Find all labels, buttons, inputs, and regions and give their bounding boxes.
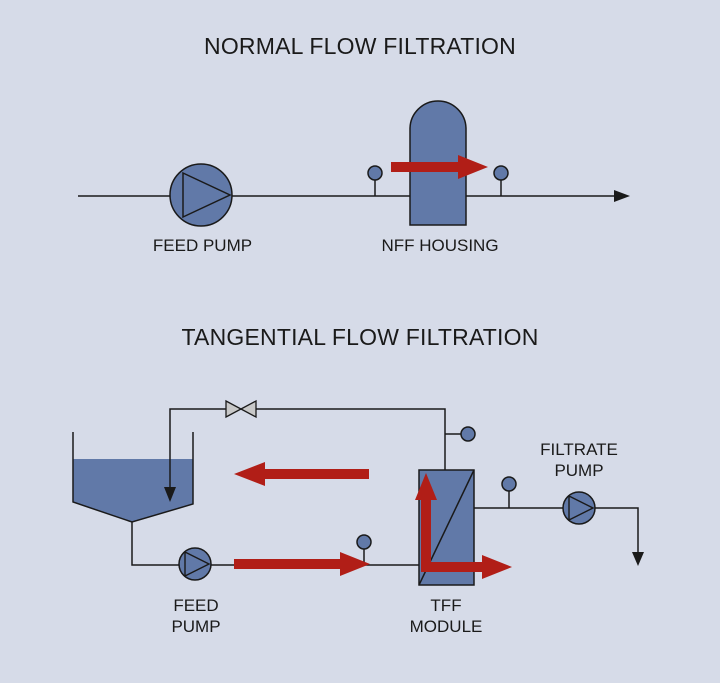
tff-feed-pressure-gauge-icon xyxy=(356,534,372,565)
tff-module-label-line-2: MODULE xyxy=(409,617,483,636)
tff-permeate-line xyxy=(474,507,644,566)
tff-module-flow-arrow-icon xyxy=(415,473,512,579)
tff-retentate-return-line xyxy=(164,408,446,502)
tff-retentate-pressure-gauge-icon xyxy=(445,426,476,442)
tff-filtrate-pump-label-line-1: FILTRATE xyxy=(540,440,618,459)
tff-filtrate-pump-icon xyxy=(562,491,596,525)
tff-feed-flow-arrow-icon xyxy=(234,552,370,576)
tff-filtrate-pump-label-line-2: PUMP xyxy=(554,461,604,480)
nff-title: NORMAL FLOW FILTRATION xyxy=(204,33,516,59)
tff-feed-pump-label-line-2: PUMP xyxy=(171,617,221,636)
tff-feed-line xyxy=(131,522,419,566)
tff-title: TANGENTIAL FLOW FILTRATION xyxy=(181,324,539,350)
nff-outlet-pressure-gauge-icon xyxy=(493,165,509,196)
tff-retentate-valve-icon xyxy=(225,399,257,419)
nff-flow-arrow-icon xyxy=(391,155,488,179)
tff-tank-icon xyxy=(72,432,194,523)
nff-inlet-pressure-gauge-icon xyxy=(367,165,383,196)
tff-feed-pump-icon xyxy=(178,547,212,581)
tff-module-label-line-1: TFF xyxy=(430,596,462,615)
tff-retentate-flow-arrow-icon xyxy=(234,462,369,486)
nff-housing-label: NFF HOUSING xyxy=(381,236,499,255)
nff-feed-pump-icon xyxy=(169,163,233,227)
nff-process-line xyxy=(78,190,630,202)
nff-feed-pump-label: FEED PUMP xyxy=(152,236,253,255)
tff-permeate-pressure-gauge-icon xyxy=(501,476,517,508)
tff-feed-pump-label-line-1: FEED xyxy=(173,596,219,615)
